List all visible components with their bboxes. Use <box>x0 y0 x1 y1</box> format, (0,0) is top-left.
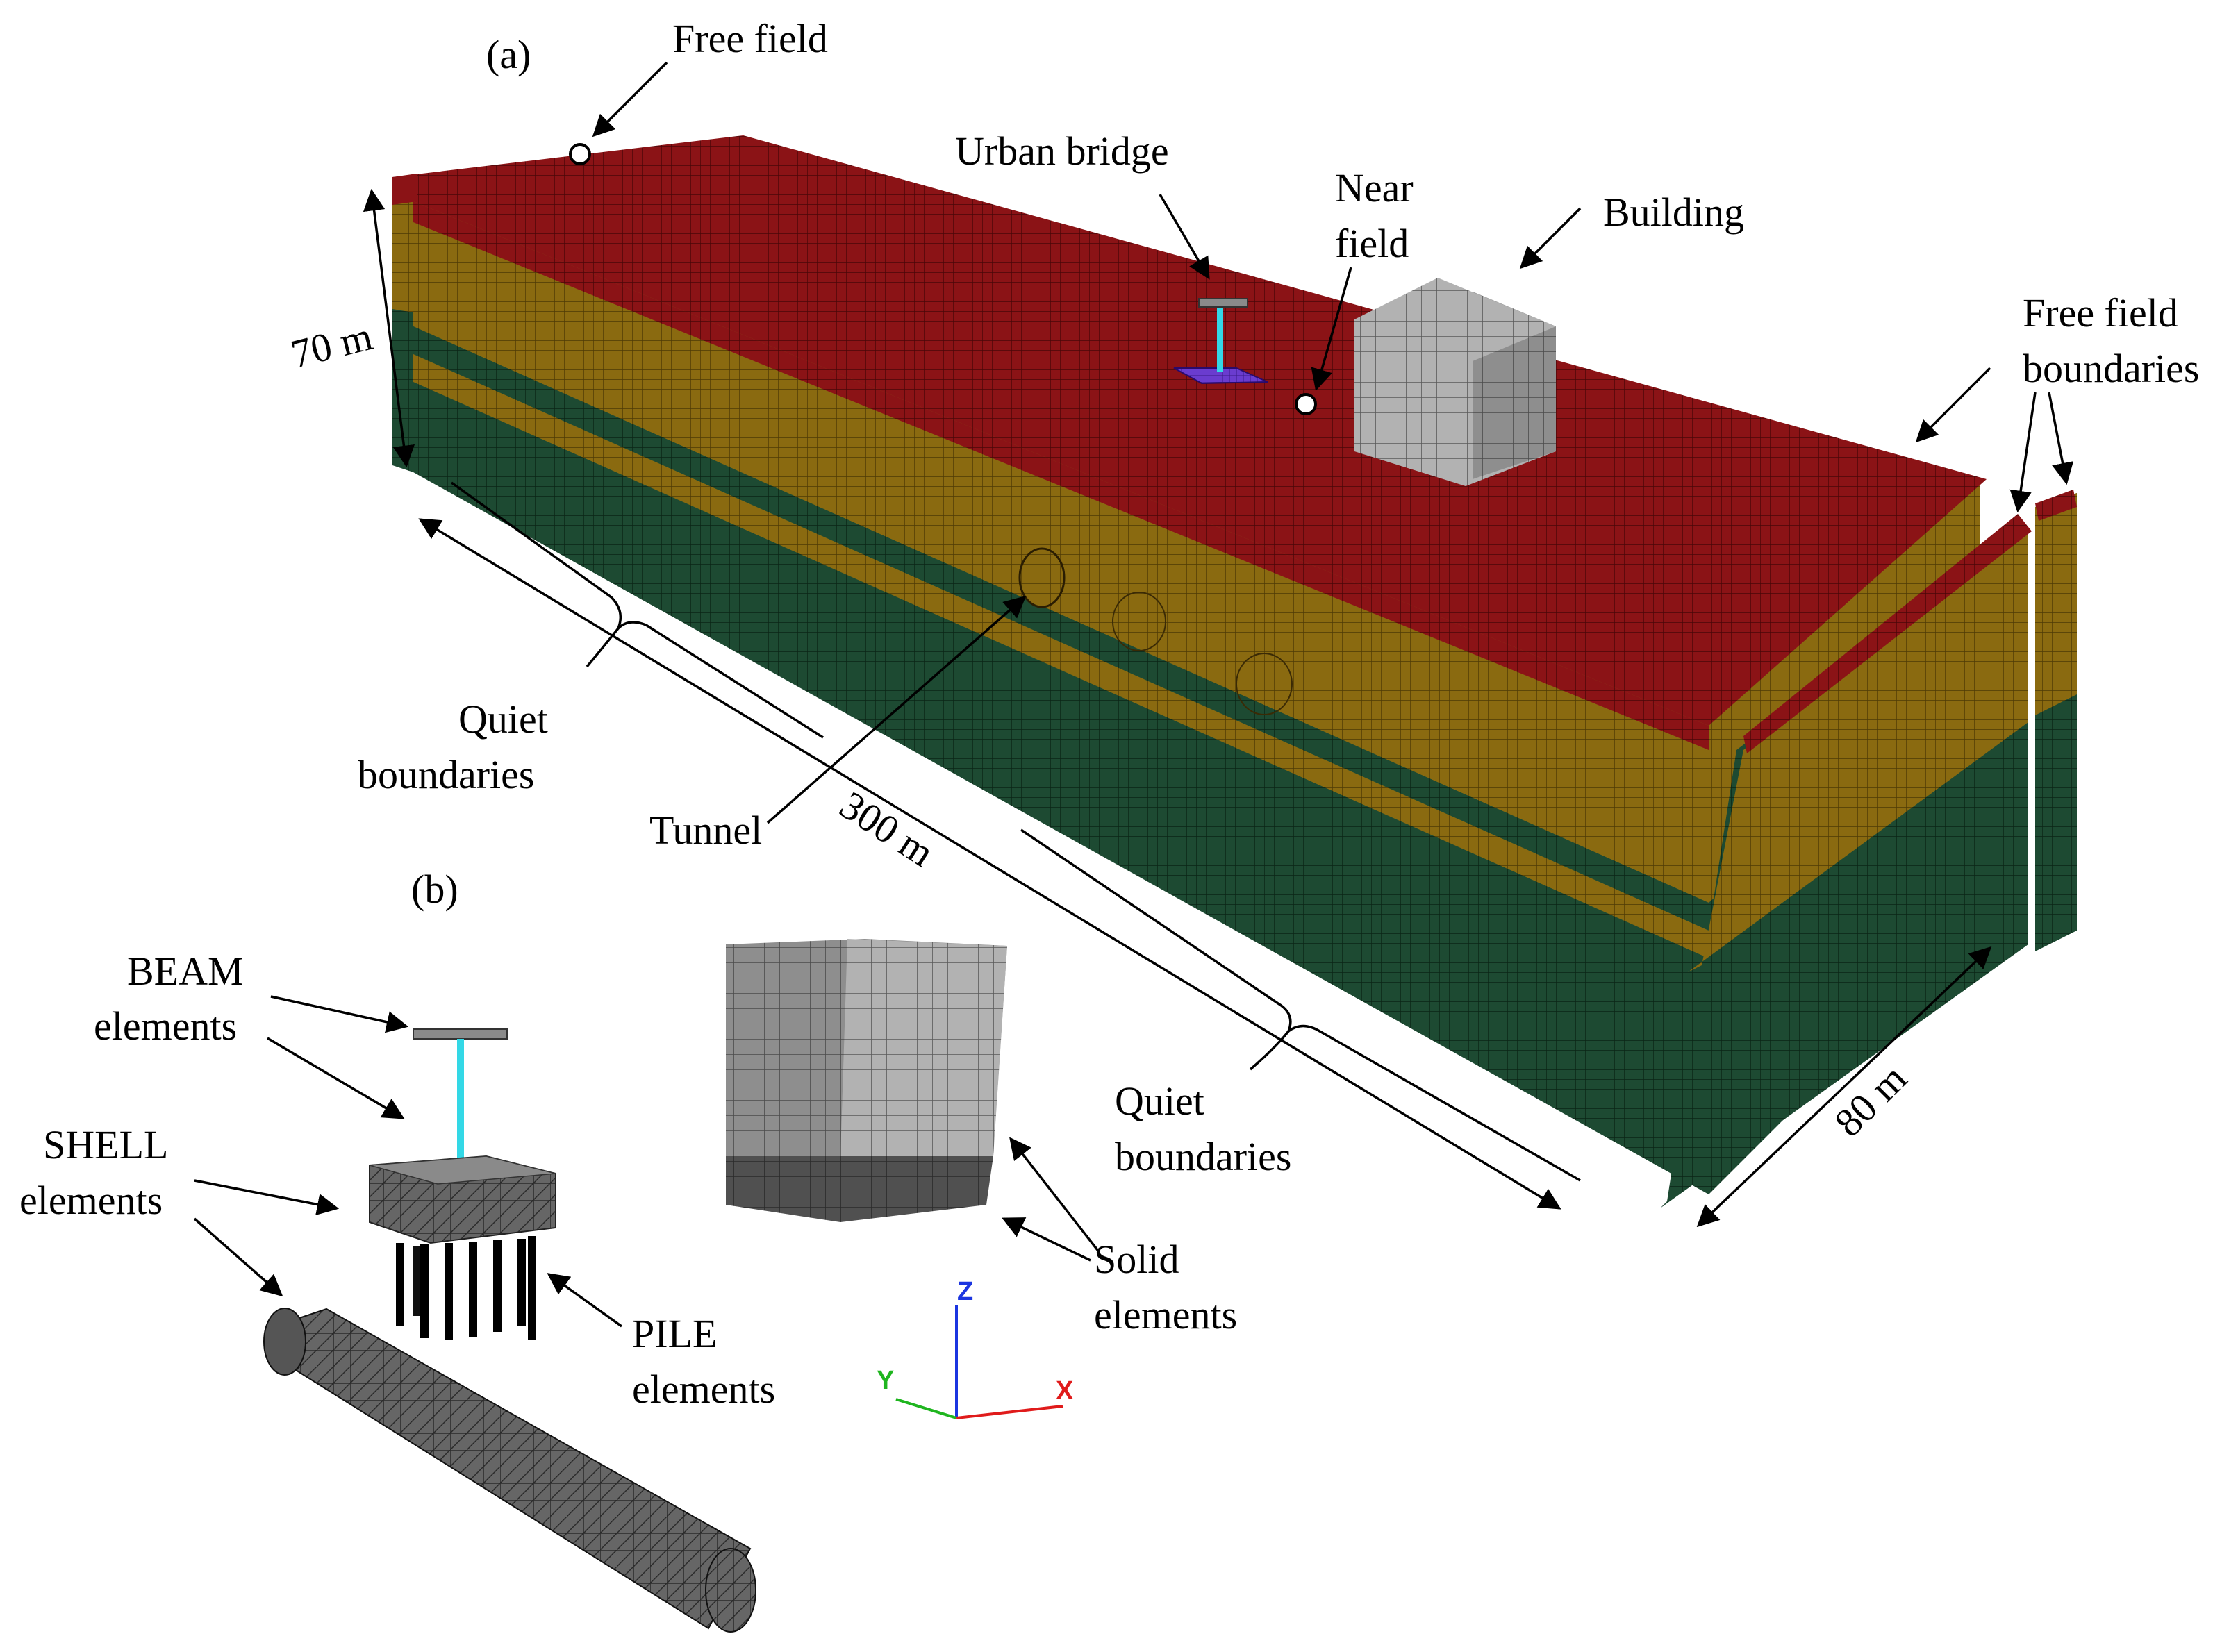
tunnel-shell-model <box>263 1308 756 1633</box>
ff-wall-back-top <box>2035 490 2077 521</box>
quiet-boundaries-left-line1: Quiet <box>458 696 548 742</box>
quiet-boundaries-right-line1: Quiet <box>1115 1078 1204 1124</box>
panel-a-label: (a) <box>486 32 531 77</box>
shell-elements-label-line2: elements <box>19 1178 163 1223</box>
soil-top-face <box>392 135 1987 726</box>
dim-height-label: 70 m <box>286 313 376 377</box>
panel-b-label: (b) <box>411 867 458 912</box>
near-field-marker <box>1295 393 1317 415</box>
shell-elements-label-line1: SHELL <box>43 1122 168 1167</box>
free-field-label: Free field <box>672 16 828 61</box>
building-label: Building <box>1603 190 1744 235</box>
urban-bridge-model <box>1173 298 1268 385</box>
ff-wall-front-sand <box>1688 528 2028 972</box>
solid-elements-label-line1: Solid <box>1094 1237 1179 1282</box>
z-axis-label: Z <box>957 1277 973 1306</box>
beam-elements-label-line2: elements <box>94 1003 237 1049</box>
urban-bridge-label: Urban bridge <box>955 128 1169 174</box>
beam-elements-label-line1: BEAM <box>127 949 244 994</box>
tunnel-label: Tunnel <box>649 808 762 853</box>
ff-wall-back-sand <box>2035 493 2077 715</box>
y-axis-label: Y <box>877 1366 894 1395</box>
free-field-boundaries-label-line1: Free field <box>2023 290 2178 335</box>
dim-length-label: 300 m <box>832 782 942 875</box>
pile-group <box>396 1236 536 1340</box>
left-free-field-column-top <box>392 174 417 205</box>
quiet-boundaries-right-line2: boundaries <box>1115 1134 1292 1179</box>
free-field-boundaries-label-line2: boundaries <box>2023 346 2200 391</box>
callout-arrows-a <box>592 61 2074 824</box>
free-field-marker <box>569 143 591 165</box>
pile-elements-label-line1: PILE <box>632 1311 717 1356</box>
ff-wall-top <box>1743 514 2032 753</box>
solid-block-model <box>726 939 1007 1222</box>
dimension-arrows <box>363 188 1992 1228</box>
solid-elements-label-line2: elements <box>1094 1292 1237 1337</box>
coordinate-axes: Z X Y <box>877 1277 1074 1419</box>
pile-elements-label-line2: elements <box>632 1367 775 1412</box>
x-axis-label: X <box>1056 1376 1074 1405</box>
quiet-boundary-braces <box>450 481 1581 1182</box>
beam-and-pile-cap-model <box>369 1028 556 1244</box>
near-field-label-line1: Near <box>1335 165 1414 210</box>
callout-arrows-b <box>193 995 1099 1328</box>
quiet-boundaries-left-line2: boundaries <box>358 752 535 797</box>
building-top <box>1354 278 1556 361</box>
near-field-label-line2: field <box>1335 221 1409 266</box>
building-block <box>1354 278 1556 486</box>
